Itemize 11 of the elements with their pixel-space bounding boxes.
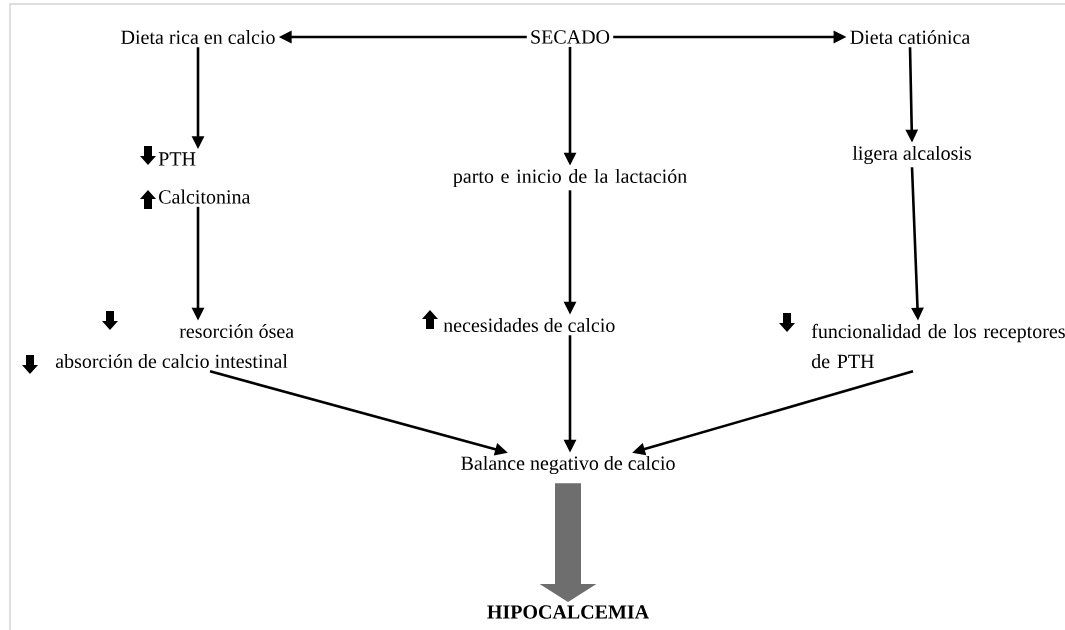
- node-label: parto e inicio de la lactación: [453, 168, 687, 188]
- node-label: Dieta catiónica: [850, 29, 970, 45]
- node-label: resorción ósea absorción de calcio intestinal: [55, 323, 294, 369]
- node-label: Balance negativo de calcio: [461, 455, 675, 475]
- node-label: necesidades de calcio: [443, 317, 615, 333]
- heading: HIPOCALCEMIA: [487, 605, 649, 619]
- node-label: Dieta rica en calcio: [121, 29, 275, 45]
- node-label: SECADO: [531, 30, 610, 44]
- node-label: funcionalidad de los receptores de PTH: [811, 323, 1065, 369]
- node-label: PTH Calcitonina: [158, 152, 251, 204]
- node-label: ligera alcalosis: [852, 145, 971, 165]
